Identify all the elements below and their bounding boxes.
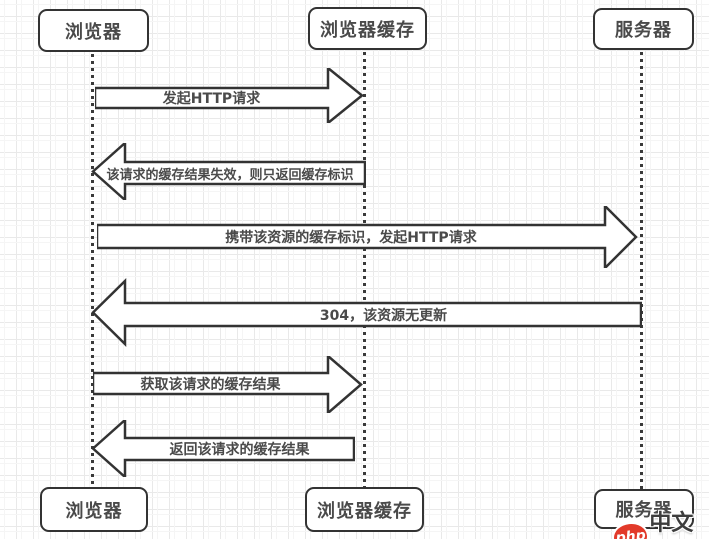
left-arrow-shape (91, 420, 355, 477)
actor-box-server-top: 服务器 (593, 8, 694, 50)
watermark-site-text: 中文网 (649, 511, 694, 536)
left-arrow-shape (91, 278, 642, 347)
actor-label: 浏览器 (65, 21, 122, 43)
left-arrow-shape (91, 143, 366, 200)
right-arrow-shape (97, 206, 638, 268)
actor-box-browser-top: 浏览器 (38, 9, 149, 52)
actor-label: 服务器 (615, 500, 673, 521)
message-arrow-request-with-etag: 携带该资源的缓存标识，发起HTTP请求 (97, 206, 638, 268)
actor-box-browser-bottom: 浏览器 (40, 487, 148, 532)
right-arrow-shape (95, 68, 364, 123)
message-label: 携带该资源的缓存标识，发起HTTP请求 (225, 229, 477, 246)
message-label: 该请求的缓存结果失效，则只返回缓存标识 (106, 167, 354, 183)
lifeline-browser-cache (363, 45, 366, 488)
message-arrow-get-cached-result: 获取该请求的缓存结果 (93, 356, 363, 413)
message-label: 304，该资源无更新 (319, 307, 448, 324)
message-arrow-return-cached-result: 返回该请求的缓存结果 (91, 420, 355, 477)
actor-label: 浏览器缓存 (317, 500, 412, 522)
php-logo-icon: php (612, 522, 649, 539)
lifeline-browser (91, 47, 94, 488)
message-label: 获取该请求的缓存结果 (140, 376, 281, 393)
message-arrow-cache-invalid: 该请求的缓存结果失效，则只返回缓存标识 (91, 143, 366, 200)
actor-box-cache-top: 浏览器缓存 (308, 7, 427, 50)
right-arrow-shape (93, 356, 363, 413)
watermark-logo-text: php (614, 527, 647, 539)
actor-label: 浏览器缓存 (320, 19, 415, 41)
message-label: 返回该请求的缓存结果 (169, 442, 310, 458)
watermark: php 中文网 (612, 505, 709, 539)
actor-label: 浏览器 (65, 500, 123, 522)
lifeline-server (640, 45, 643, 490)
actor-box-cache-bottom: 浏览器缓存 (305, 487, 424, 532)
message-arrow-304: 304，该资源无更新 (91, 278, 642, 347)
actor-label: 服务器 (615, 20, 672, 41)
message-arrow-request-http: 发起HTTP请求 (95, 68, 364, 123)
message-label: 发起HTTP请求 (162, 91, 261, 107)
